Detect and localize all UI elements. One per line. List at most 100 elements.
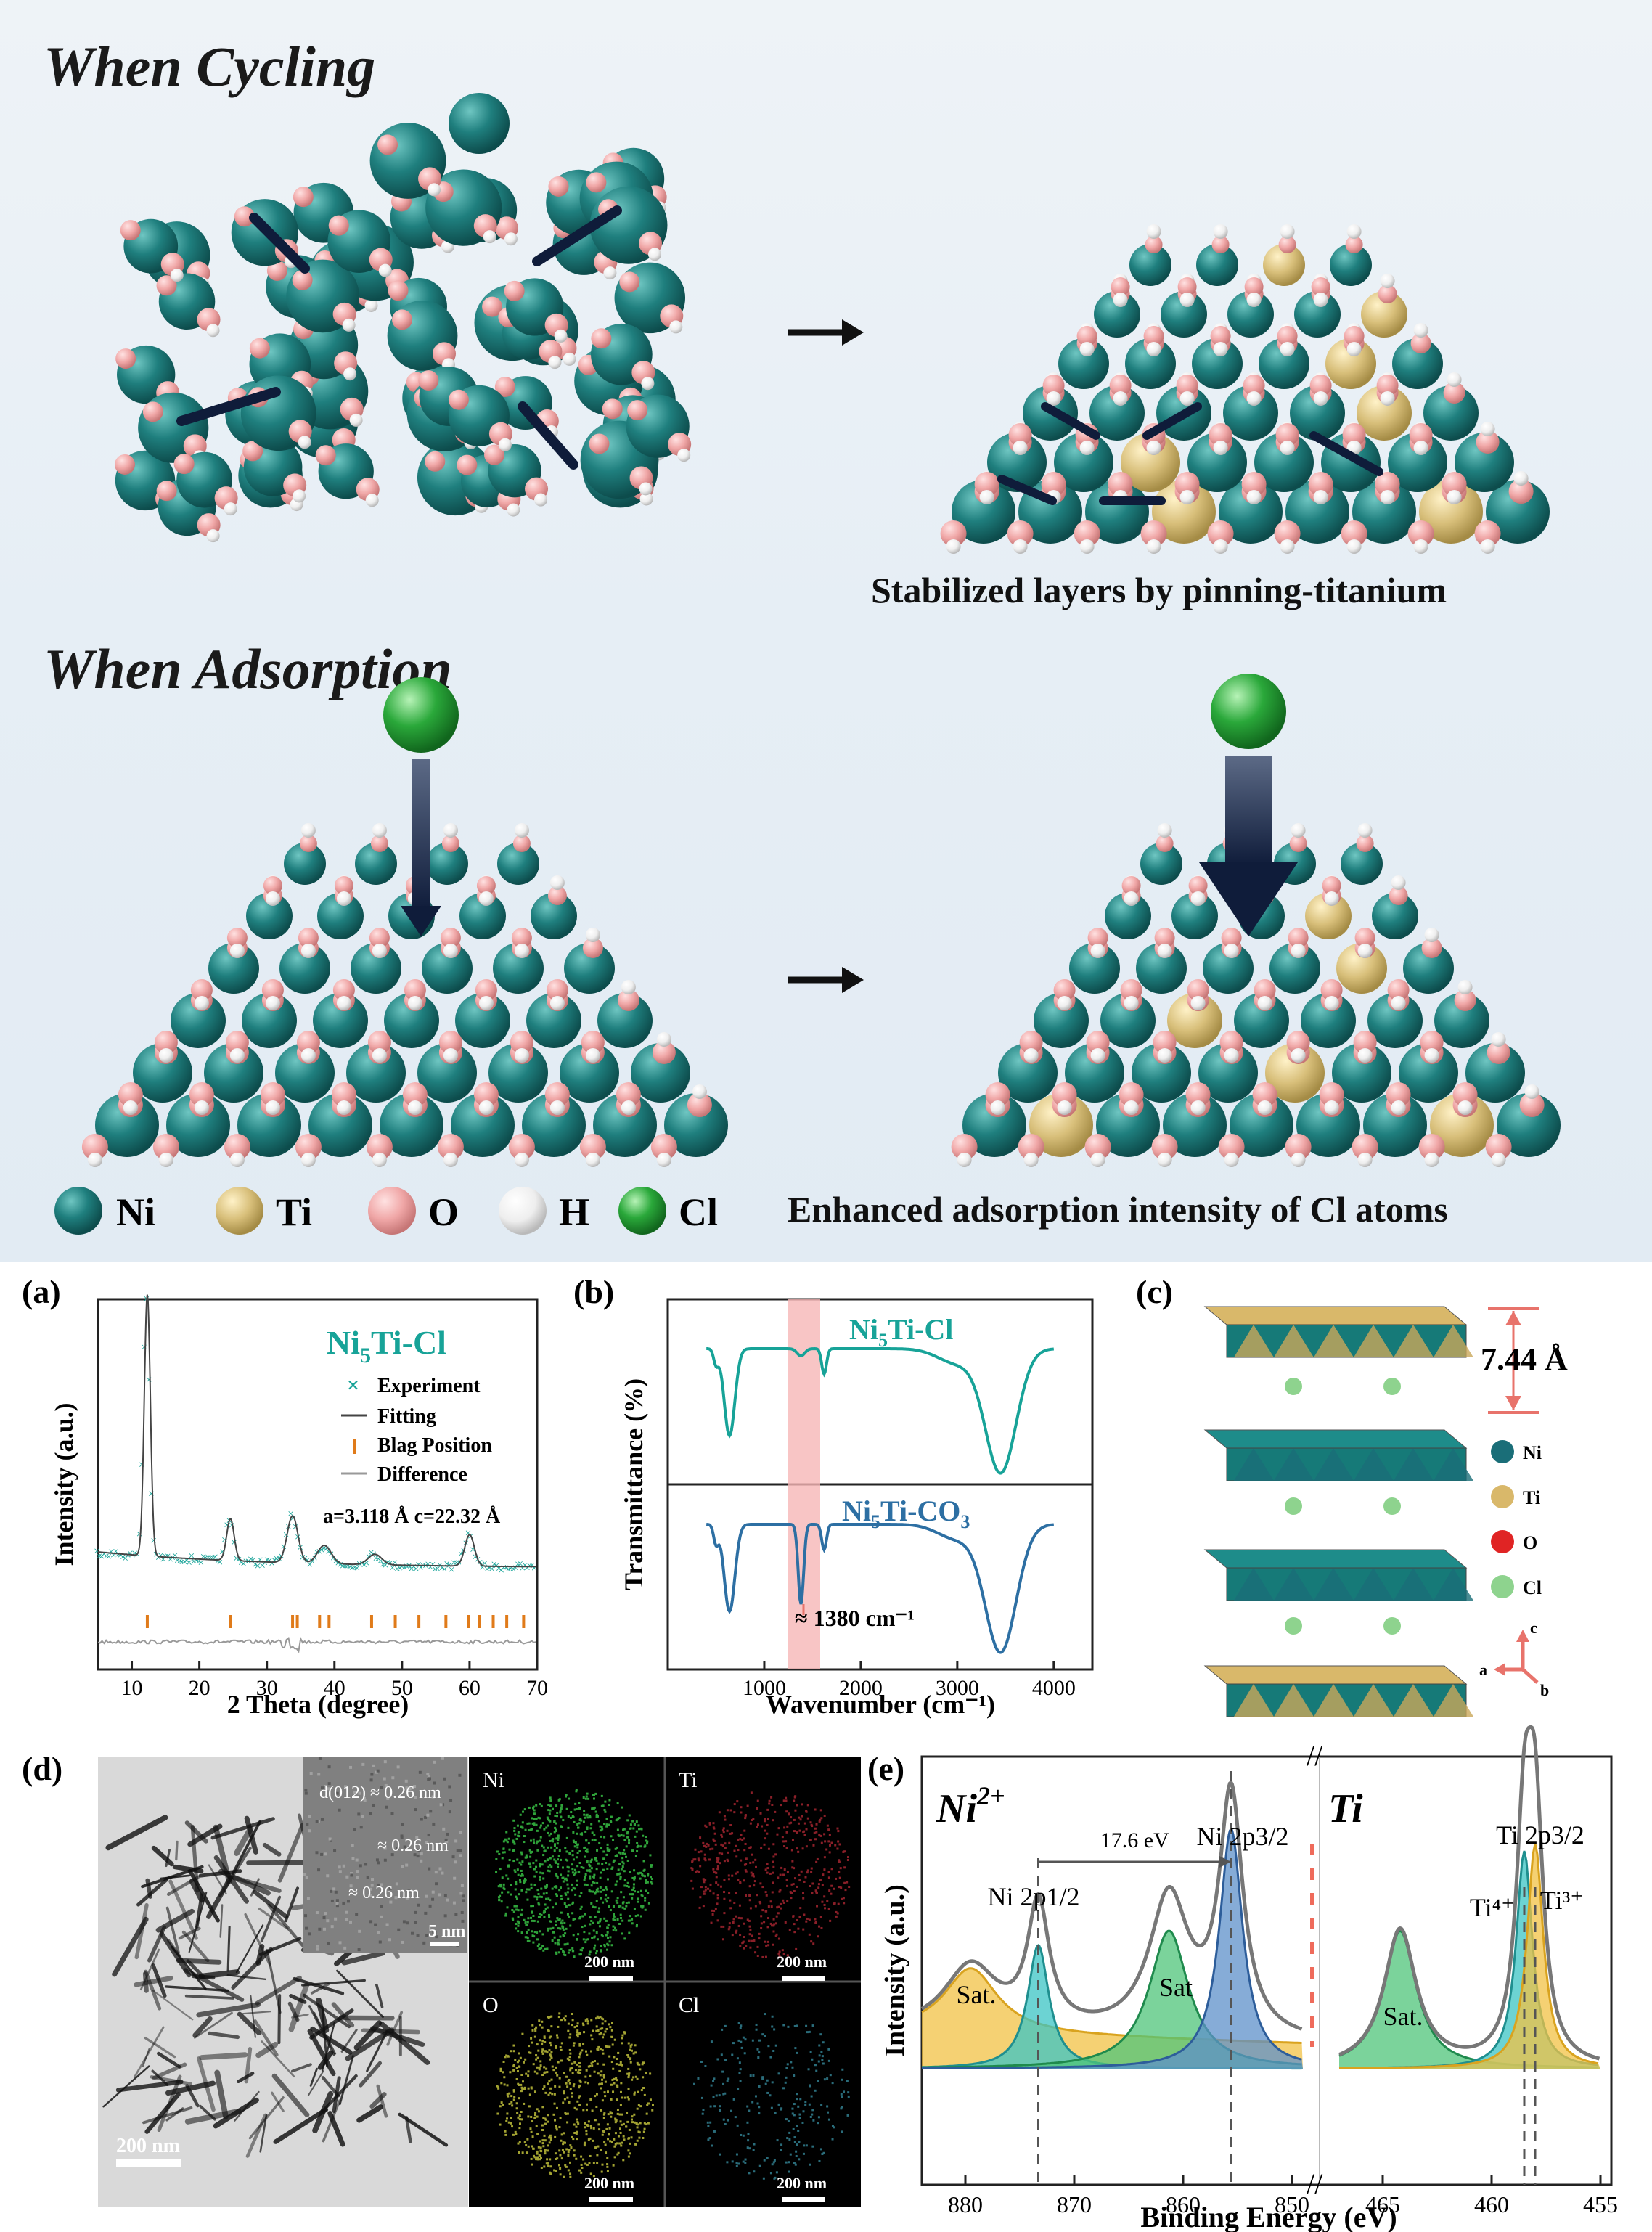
eds-pixel (562, 2101, 565, 2104)
experiment-point: × (325, 1546, 332, 1558)
eds-pixel (581, 2167, 584, 2170)
eds-pixel (811, 2113, 814, 2116)
eds-pixel (523, 1877, 526, 1880)
eds-pixel (612, 1925, 615, 1928)
eds-pixel (691, 1868, 694, 1871)
eds-pixel (530, 2086, 533, 2089)
h-atom (1424, 1153, 1439, 1167)
o-atom (1140, 520, 1167, 547)
panel-letter-b: (b) (573, 1273, 614, 1310)
eds-pixel (592, 1876, 595, 1879)
eds-pixel (594, 1858, 597, 1861)
experiment-point: × (458, 1548, 465, 1561)
eds-pixel (597, 1921, 600, 1924)
eds-pixel (637, 1900, 639, 1903)
eds-pixel (826, 1900, 829, 1902)
eds-pixel (781, 1836, 784, 1839)
eds-pixel (729, 1824, 732, 1827)
eds-pixel (723, 1815, 726, 1818)
eds-pixel (524, 1828, 527, 1831)
eds-pixel (642, 2076, 645, 2079)
eds-pixel (515, 2107, 518, 2110)
eds-pixel (814, 1918, 817, 1921)
experiment-point: × (488, 1563, 495, 1575)
eds-pixel (795, 1947, 798, 1950)
eds-pixel (576, 2024, 578, 2027)
migration-arrow (249, 213, 310, 274)
panel-letter-a: (a) (22, 1273, 61, 1310)
eds-pixel (798, 2113, 801, 2116)
eds-pixel (576, 2100, 579, 2103)
map-scale-label: 200 nm (777, 2174, 827, 2192)
eds-pixel (635, 2122, 638, 2125)
eds-pixel (841, 2130, 843, 2133)
lattice-noise (316, 1945, 319, 1948)
h-atom (478, 996, 494, 1010)
lattice-noise (395, 1882, 398, 1886)
eds-pixel (816, 1905, 819, 1908)
eds-pixel (611, 2022, 614, 2024)
experiment-point: × (512, 1562, 519, 1574)
eds-pixel (536, 2115, 539, 2118)
eds-pixel (563, 1951, 565, 1954)
eds-pixel (528, 1863, 531, 1865)
o-atom (1407, 520, 1434, 547)
eds-pixel (724, 2123, 727, 2126)
eds-pixel (842, 1850, 845, 1853)
lattice-noise (413, 1785, 417, 1789)
eds-pixel (830, 1841, 833, 1844)
eds-pixel (595, 1868, 598, 1871)
eds-pixel (778, 1955, 781, 1958)
eds-pixel (775, 1915, 778, 1918)
eds-pixel (821, 2059, 824, 2061)
eds-pixel (602, 2018, 605, 2021)
eds-pixel (612, 1860, 615, 1863)
eds-pixel (567, 2151, 570, 2154)
eds-pixel (732, 2042, 735, 2045)
h-atom (621, 980, 636, 994)
h-atom (1524, 1084, 1539, 1099)
nanosheet-fold (187, 1823, 223, 1847)
cl-ion (1383, 1617, 1401, 1635)
h-atom (293, 489, 306, 503)
eds-pixel (512, 2133, 515, 2136)
eds-pixel (529, 1855, 532, 1858)
eds-pixel (521, 2088, 524, 2090)
h-atom (194, 996, 209, 1010)
eds-pixel (563, 2072, 565, 2074)
lattice-noise (384, 1783, 388, 1787)
eds-pixel (735, 1892, 737, 1894)
eds-pixel (515, 2067, 518, 2069)
eds-pixel (533, 1895, 536, 1898)
eds-pixel (740, 1811, 743, 1814)
eds-pixel (838, 1871, 841, 1873)
o-atom (418, 370, 439, 391)
eds-pixel (621, 2037, 623, 2040)
eds-pixel (814, 1921, 817, 1924)
h-atom (669, 320, 683, 334)
eds-pixel (823, 1868, 826, 1871)
eds-pixel (538, 1947, 541, 1950)
eds-pixel (582, 2024, 585, 2027)
experiment-point: × (484, 1563, 491, 1576)
eds-pixel (601, 2078, 604, 2081)
eds-pixel (563, 1934, 565, 1937)
experiment-point: × (158, 1550, 164, 1562)
eds-pixel (515, 1923, 518, 1926)
lattice-noise (452, 1901, 456, 1905)
cl-adsorption-arrow-small (401, 759, 441, 936)
eds-pixel (789, 2153, 792, 2156)
eds-pixel (764, 1891, 767, 1894)
eds-pixel (637, 1824, 640, 1827)
ni-atom (1069, 943, 1120, 994)
eds-pixel (562, 1876, 565, 1879)
h-atom (158, 1048, 173, 1063)
eds-pixel (776, 1833, 779, 1836)
lattice-noise (443, 1914, 447, 1918)
eds-pixel (626, 2112, 629, 2114)
eds-pixel (629, 2057, 632, 2060)
lattice-noise (428, 1904, 432, 1908)
eds-pixel (841, 1897, 843, 1900)
h-atom (1346, 224, 1362, 239)
eds-pixel (627, 2055, 630, 2058)
